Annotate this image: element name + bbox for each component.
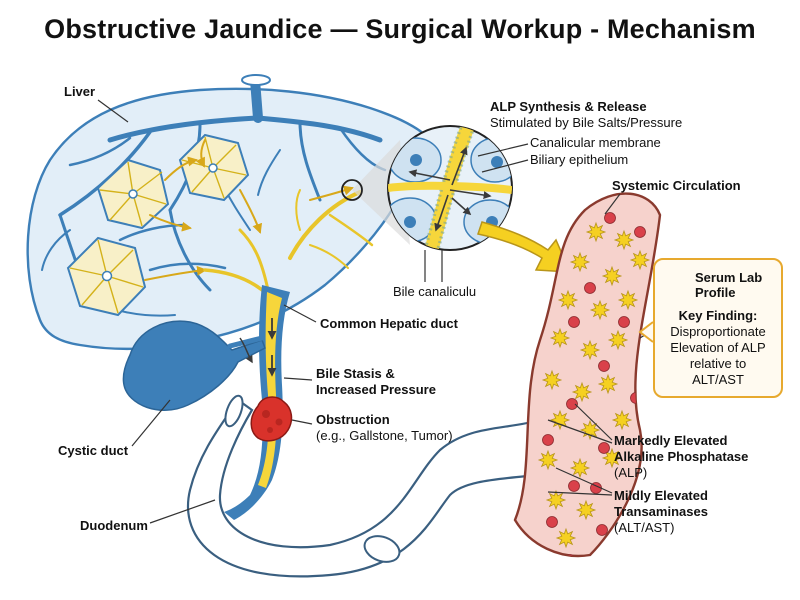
panel-body: Disproportionate Elevation of ALP relati… [655,324,781,388]
label-canalicular-membrane: Canalicular membrane [530,135,661,150]
alp-star [607,329,629,351]
panel-body-line-1: Disproportionate [670,324,766,339]
panel-key-finding: Key Finding: [678,308,758,323]
red-blood-cell [596,524,608,536]
alp-star [611,409,633,431]
alp-star [629,249,651,271]
panel-title: Serum Lab Profile [695,270,762,300]
label-common-hepatic-duct: Common Hepatic duct [320,316,458,331]
panel-body-line-3: relative to [689,356,747,371]
alp-star [549,409,571,431]
zoom-callout [341,125,513,251]
label-alp-3: (ALP) [614,465,648,480]
lobule-1 [96,158,170,230]
red-blood-cell [568,316,580,328]
alp-star [545,489,567,511]
label-trans-2: Transaminases [614,504,708,519]
page-title: Obstructive Jaundice — Surgical Workup -… [44,14,756,44]
red-blood-cell [566,398,578,410]
label-trans-3: (ALT/AST) [614,520,675,535]
label-obstruction: Obstruction [316,412,390,427]
lobule-3 [66,236,147,317]
red-blood-cell [568,480,580,492]
bile-flow-arrows [144,139,354,281]
red-blood-cell [634,226,646,238]
panel-body-line-4: ALT/AST [692,372,744,387]
vessel-particles [537,212,651,556]
alp-star [601,265,623,287]
label-bile-stasis-2: Increased Pressure [316,382,436,397]
label-systemic-circulation: Systemic Circulation [612,178,741,193]
label-duodenum: Duodenum [80,518,148,533]
label-bile-canaliculi: Bile canaliculu [393,284,477,299]
alp-star [555,527,577,549]
panel-pointer [638,321,654,343]
alp-star [585,221,607,243]
panel-title-line-2: Profile [695,285,736,300]
liver [26,87,432,351]
alp-star [549,327,571,349]
alp-star [597,373,619,395]
alp-star [569,457,591,479]
alp-star [579,419,601,441]
alp-star [537,449,559,471]
alp-star [575,499,597,521]
common-bile-duct [224,285,290,520]
alp-star [571,381,593,403]
liver-lobules [66,133,250,317]
systemic-vessel [513,192,662,558]
red-blood-cell [604,212,616,224]
alp-star [589,299,611,321]
label-bile-stasis-1: Bile Stasis & [316,366,395,381]
label-stimulated: Stimulated by Bile Salts/Pressure [490,115,683,130]
panel-title-line-1: Serum Lab [695,270,763,285]
alp-star [613,229,635,251]
alp-star [601,447,623,469]
label-biliary-epithelium: Biliary epithelium [530,152,629,167]
red-blood-cell [598,442,610,454]
alp-star [617,289,639,311]
alp-star [557,289,579,311]
label-cystic-duct: Cystic duct [58,443,129,458]
leader-lines [97,99,654,524]
panel-body-line-2: Elevation of ALP [670,340,766,355]
alp-star [541,369,563,391]
flow-arrow-icon [477,221,572,273]
label-alp-1: Markedly Elevated [614,433,728,448]
gallstone-icon [250,396,293,442]
lab-profile-panel: Serum Lab Profile Key Finding: Dispropor… [653,258,783,398]
red-blood-cell [564,554,576,556]
label-trans-1: Mildly Elevated [614,488,708,503]
label-alp-synthesis: ALP Synthesis & Release [490,99,647,114]
gallbladder [122,320,266,411]
alp-star [579,339,601,361]
red-blood-cell [618,316,630,328]
alp-star [569,251,591,273]
label-obstruction-eg: (e.g., Gallstone, Tumor) [316,428,453,443]
lobule-2 [178,133,250,202]
red-blood-cell [542,434,554,446]
label-liver: Liver [64,84,96,99]
label-alp-2: Alkaline Phosphatase [614,449,749,464]
red-blood-cell [584,282,596,294]
red-blood-cell [546,516,558,528]
portal-vein [241,74,271,123]
red-blood-cell [598,360,610,372]
